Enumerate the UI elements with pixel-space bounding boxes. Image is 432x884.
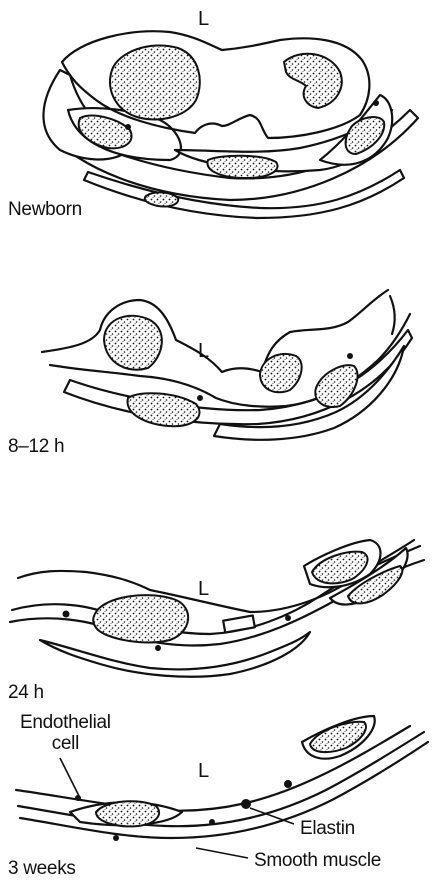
stage-label-3-weeks: 3 weeks: [8, 858, 76, 880]
elastin-spot: [284, 780, 292, 788]
elastin-spot: [209, 819, 215, 825]
endothelium-lining: [42, 290, 388, 372]
elastin-spot: [285, 615, 291, 621]
panel-8-12h: [42, 290, 412, 440]
lumen-label: L: [198, 578, 209, 601]
elastin-label: Elastin: [300, 818, 355, 840]
lumen-label: L: [198, 8, 209, 31]
endothelium-edge: [390, 296, 395, 334]
nucleus: [315, 365, 357, 407]
elastin-spot: [113, 835, 119, 841]
nucleus: [310, 722, 366, 752]
stage-label-24h: 24 h: [8, 682, 44, 704]
elastin-spot: [155, 645, 161, 651]
nucleus: [93, 595, 188, 642]
wall-cell-outer-lower: [214, 346, 404, 440]
elastin-spot: [75, 795, 81, 801]
panel-24h: [10, 540, 424, 677]
panel-newborn: [43, 31, 418, 218]
lumen-label: L: [198, 760, 209, 783]
nucleus: [104, 316, 162, 370]
endothelial-cell-leader: [60, 758, 80, 798]
lumen-label: L: [198, 340, 209, 363]
smooth-muscle-label: Smooth muscle: [254, 850, 381, 872]
elastin-spot: [373, 100, 379, 106]
nucleus: [128, 393, 200, 426]
smooth-muscle-leader: [196, 848, 248, 858]
stage-label-8-12h: 8–12 h: [8, 436, 64, 458]
stage-label-newborn: Newborn: [8, 199, 82, 221]
nucleus: [145, 192, 179, 206]
elastin-spot: [197, 395, 203, 401]
nucleus: [96, 801, 159, 826]
elastin-spot: [347, 353, 353, 359]
elastin-spot: [241, 799, 251, 809]
nucleus: [110, 45, 200, 119]
endothelial-junction: [223, 615, 255, 632]
elastin-spot: [63, 611, 70, 618]
elastin-spot: [125, 124, 131, 130]
nucleus: [207, 156, 277, 178]
nucleus: [284, 54, 342, 108]
endothelial-cell-label: Endothelial cell: [20, 712, 111, 754]
